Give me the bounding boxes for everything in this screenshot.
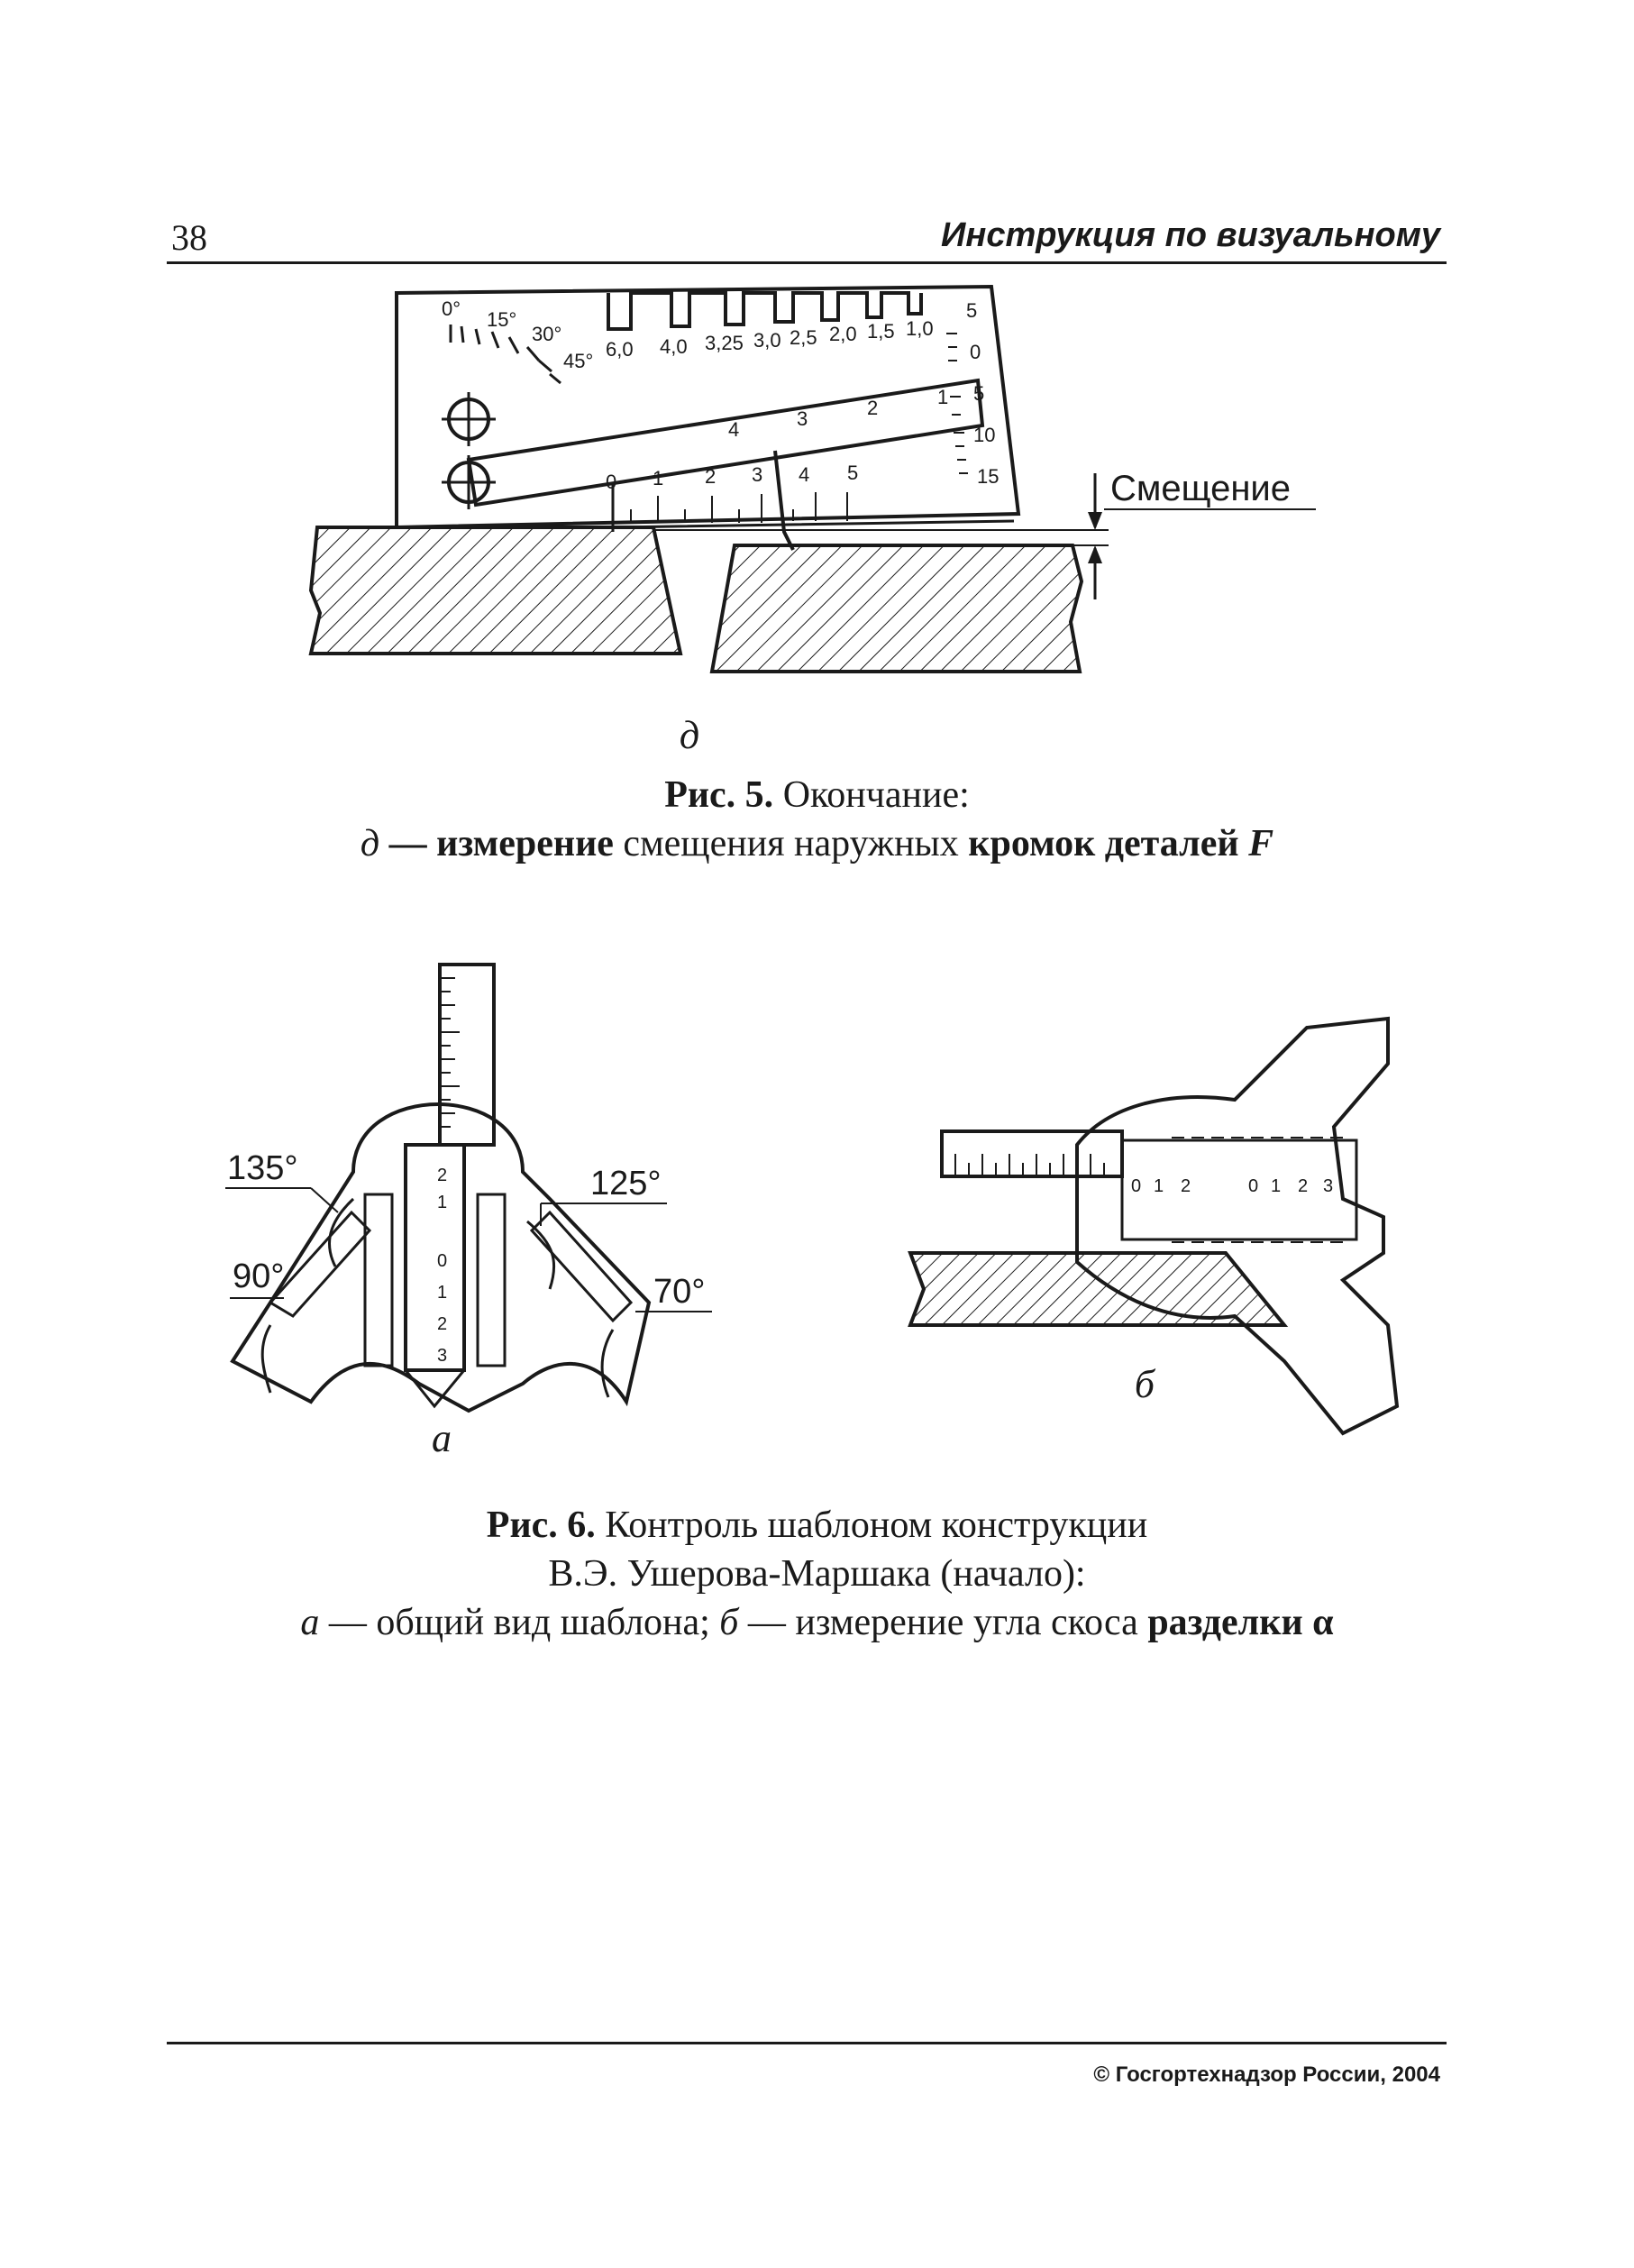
gauge-body xyxy=(395,284,1021,530)
ruler-b-digit: 0 xyxy=(1248,1176,1258,1196)
right-scale-label: 10 xyxy=(973,424,995,446)
lower-scale-label: 2 xyxy=(705,465,716,488)
right-scale-label: 15 xyxy=(977,465,999,488)
angle-label-125: 125° xyxy=(590,1165,662,1203)
fig6-caption-a: а xyxy=(300,1602,320,1643)
template-a-right-slot xyxy=(529,1210,634,1323)
angle-label-0: 0° xyxy=(442,297,461,320)
slider-label: 3 xyxy=(797,407,808,430)
slider-label: 2 xyxy=(867,397,878,419)
slider-label: 1 xyxy=(937,386,948,408)
ruler-b-digit: 3 xyxy=(1323,1176,1333,1196)
fig5-caption-symbol: F xyxy=(1238,823,1274,864)
figure-6b-subletter: б xyxy=(1134,1362,1155,1406)
ruler-b-digit: 1 xyxy=(1154,1176,1164,1196)
header-rule xyxy=(167,261,1447,264)
ruler-b-digit: 1 xyxy=(1271,1176,1281,1196)
ruler-b-digit: 0 xyxy=(1131,1176,1141,1196)
angle-label-135: 135° xyxy=(227,1149,298,1187)
needle xyxy=(773,450,795,551)
vernier-b xyxy=(1120,1139,1358,1241)
right-workpiece xyxy=(709,544,1084,673)
ruler-a-digit: 2 xyxy=(437,1314,447,1334)
page-number: 38 xyxy=(171,217,207,258)
left-workpiece xyxy=(308,526,683,655)
fig6-caption-b: б xyxy=(719,1602,739,1643)
lower-scale-label: 4 xyxy=(799,463,809,486)
gap-label: 4,0 xyxy=(660,335,688,358)
footer-copyright: © Госгортехнадзор России, 2004 xyxy=(1093,2062,1440,2087)
right-scale-label: 0 xyxy=(970,341,981,363)
gap-label: 3,25 xyxy=(705,332,744,354)
figure-5-drawing: 0° 15° 30° 45° 6,0 4,0 3,25 3,0 2,5 2,0 … xyxy=(308,284,1316,673)
figure-6a-subletter: а xyxy=(432,1416,452,1460)
ruler-a-digit: 3 xyxy=(437,1346,447,1366)
gap-label: 1,5 xyxy=(867,320,895,343)
fig5-caption-plain: смещения наружных xyxy=(613,823,969,864)
figure-5-subletter: д xyxy=(679,713,700,757)
figure-6-drawing: 2 1 0 1 2 3 135° 125° 90° 70° 0 1 2 0 1 … xyxy=(225,963,1400,1436)
offset-callout: Смещение xyxy=(1110,469,1291,508)
ruler-b-digit: 2 xyxy=(1298,1176,1308,1196)
workpiece-b xyxy=(908,1251,1289,1327)
angle-label-70: 70° xyxy=(653,1273,705,1311)
angle-label-90: 90° xyxy=(233,1257,284,1295)
fig5-caption-bold2: кромок деталей xyxy=(968,823,1239,864)
lower-scale-label: 1 xyxy=(653,467,663,489)
footer-rule xyxy=(167,2042,1447,2044)
right-scale-label: 5 xyxy=(966,299,977,322)
fig6-caption-label: Рис. 6. xyxy=(486,1504,596,1546)
figure-6-caption: Рис. 6. Контроль шаблоном конструкции В.… xyxy=(0,1501,1634,1647)
slider-label: 4 xyxy=(728,418,739,441)
angle-label-15: 15° xyxy=(487,308,516,331)
gauge-teeth xyxy=(607,291,923,331)
lower-scale-label: 5 xyxy=(847,462,858,484)
fig6-caption-mid: — общий вид шаблона; xyxy=(319,1602,720,1643)
gap-label: 2,5 xyxy=(790,326,817,349)
ruler-a-upper xyxy=(438,963,496,1147)
slider-arm xyxy=(466,378,985,508)
template-a-left-slot xyxy=(268,1210,372,1318)
gap-label: 1,0 xyxy=(906,317,934,340)
ruler-a-digit: 1 xyxy=(437,1283,447,1303)
lower-scale-label: 3 xyxy=(752,463,762,486)
template-a-body xyxy=(230,1102,652,1413)
gap-label: 2,0 xyxy=(829,323,857,345)
gap-label: 3,0 xyxy=(753,329,781,352)
angle-label-30: 30° xyxy=(532,323,561,345)
ruler-a-digit: 2 xyxy=(437,1166,447,1185)
gap-label: 6,0 xyxy=(606,338,634,361)
ruler-a-digit: 1 xyxy=(437,1193,447,1212)
fig6-caption-line2: В.Э. Ушерова-Маршака (начало): xyxy=(548,1553,1086,1595)
right-scale-label: 5 xyxy=(973,382,984,405)
fig6-caption-title: Контроль шаблоном конструкции xyxy=(595,1504,1148,1546)
fig6-caption-rest: — измерение угла скоса xyxy=(738,1602,1148,1643)
fig5-caption-title: Окончание: xyxy=(773,774,970,816)
fig5-caption-bold1: — измерение xyxy=(379,823,614,864)
fig5-caption-label: Рис. 5. xyxy=(664,774,774,816)
figure-5-caption: Рис. 5. Окончание: д — измерение смещени… xyxy=(0,771,1634,868)
lower-scale-label: 0 xyxy=(606,471,616,493)
ruler-a-body xyxy=(404,1143,466,1372)
fig5-caption-letter: д xyxy=(360,823,380,864)
angle-label-45: 45° xyxy=(563,350,593,372)
fig6-caption-bold: разделки α xyxy=(1147,1602,1334,1643)
running-title: Инструкция по визуальному xyxy=(941,216,1440,254)
ruler-b-digit: 2 xyxy=(1181,1176,1191,1196)
ruler-a-digit: 0 xyxy=(437,1251,447,1271)
